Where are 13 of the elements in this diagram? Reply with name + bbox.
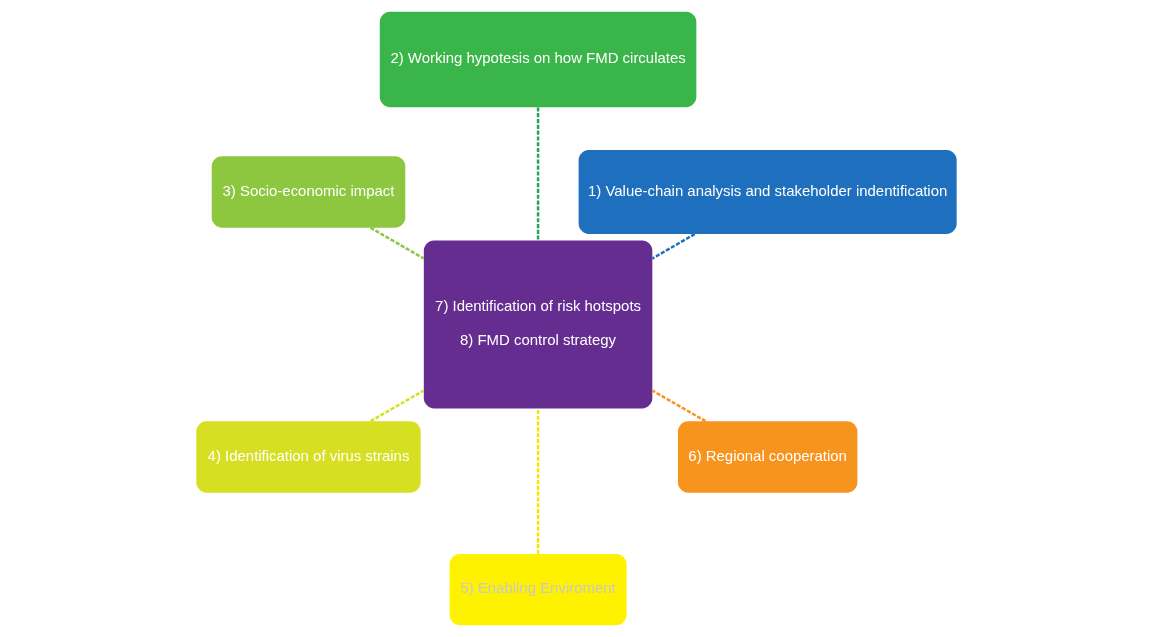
connector bbox=[536, 107, 539, 241]
connector bbox=[536, 408, 539, 554]
connector bbox=[369, 226, 424, 260]
connector bbox=[651, 389, 706, 423]
connector bbox=[369, 389, 424, 423]
node-box: 6) Regional cooperation bbox=[677, 421, 857, 493]
connector bbox=[651, 233, 695, 260]
node-box: 7) Identification of risk hotspots 8) FMD control strategy bbox=[423, 240, 652, 409]
node-box: 2) Working hypotesis on how FMD circulates bbox=[379, 11, 696, 108]
node-box: 1) Value-chain analysis and stakeholder indentification bbox=[578, 150, 957, 234]
node-box: 5) Enabling Enviroment bbox=[449, 553, 627, 626]
node-box: 4) Identification of virus strains bbox=[195, 421, 421, 493]
node-box: 3) Socio-economic impact bbox=[211, 156, 405, 228]
